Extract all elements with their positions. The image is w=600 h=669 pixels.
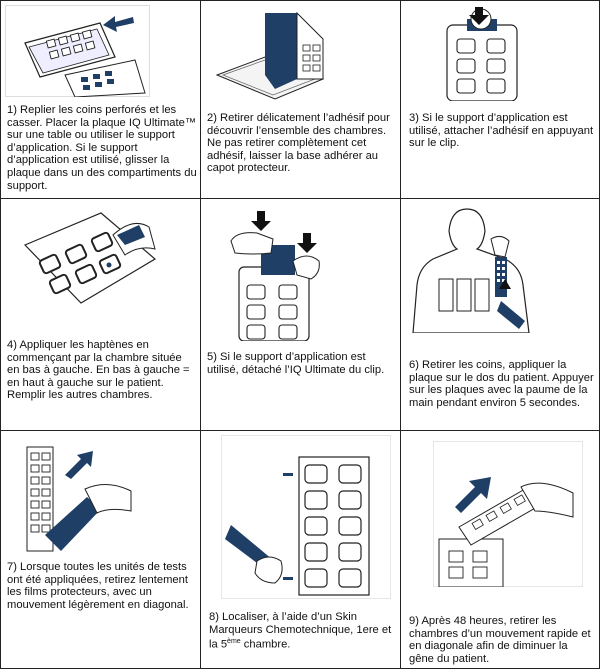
- step-7-text: 7) Lorsque toutes les unités de tests on…: [7, 561, 197, 611]
- step-5-cell: 5) Si le support d’application est utili…: [200, 198, 401, 431]
- step-7-illustration: [15, 439, 135, 555]
- step-4-text: 4) Appliquer les haptènes en commençant …: [7, 339, 197, 402]
- step-1-text: 1) Replier les coins perforés et les cas…: [7, 104, 197, 192]
- step-1-cell: 1) Replier les coins perforés et les cas…: [0, 0, 201, 199]
- step-2-cell: 2) Retirer délicatement l’adhésif pour d…: [200, 0, 401, 199]
- step-9-illustration: [433, 441, 583, 587]
- step-3-text: 3) Si le support d’application est utili…: [409, 112, 595, 150]
- step-2-illustration: [205, 5, 365, 105]
- step-8-superscript: ème: [227, 638, 241, 645]
- step-3-cell: 3) Si le support d’application est utili…: [400, 0, 600, 199]
- step-1-illustration: [5, 5, 150, 97]
- step-8-text-end: chambre.: [241, 639, 291, 651]
- step-2-text: 2) Retirer délicatement l’adhésif pour d…: [207, 112, 397, 175]
- step-6-text: 6) Retirer les coins, appliquer la plaqu…: [409, 359, 595, 409]
- step-4-illustration: [21, 205, 159, 325]
- step-4-cell: 4) Appliquer les haptènes en commençant …: [0, 198, 201, 431]
- step-9-cell: 9) Après 48 heures, retirer les chambres…: [400, 430, 600, 669]
- step-3-illustration: [429, 5, 539, 101]
- step-6-illustration: [405, 205, 545, 333]
- step-6-cell: 6) Retirer les coins, appliquer la plaqu…: [400, 198, 600, 431]
- step-8-cell: 8) Localiser, à l’aide d’un Skin Marqueu…: [200, 430, 401, 669]
- step-5-text: 5) Si le support d’application est utili…: [207, 351, 397, 376]
- step-9-text: 9) Après 48 heures, retirer les chambres…: [409, 615, 595, 665]
- step-7-cell: 7) Lorsque toutes les unités de tests on…: [0, 430, 201, 669]
- step-8-text: 8) Localiser, à l’aide d’un Skin Marqueu…: [209, 611, 397, 652]
- step-8-illustration: [221, 435, 391, 599]
- step-5-illustration: [227, 205, 337, 341]
